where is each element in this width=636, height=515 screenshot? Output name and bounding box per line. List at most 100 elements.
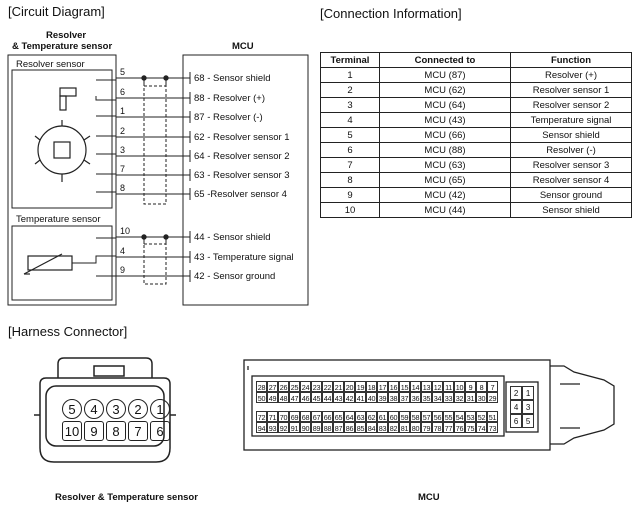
cell-connected-to: MCU (42) <box>379 187 511 203</box>
cell-connected-to: MCU (63) <box>379 157 511 173</box>
mcu-pin-cell: 63 <box>355 411 366 422</box>
mcu-pin-cell: 20 <box>344 381 355 392</box>
mcu-terminal-label: 42 - Sensor ground <box>194 271 276 282</box>
connector-pin: 3 <box>106 399 126 419</box>
mcu-pin-cell: 74 <box>476 422 487 433</box>
mcu-pin-cell: 73 <box>487 422 498 433</box>
mcu-pin-cell: 10 <box>454 381 465 392</box>
cell-function: Temperature signal <box>510 112 632 128</box>
mcu-pin-cell: 56 <box>432 411 443 422</box>
mcu-pin-cell: 52 <box>476 411 487 422</box>
connector-pin: 1 <box>150 399 170 419</box>
connector-pin: 4 <box>84 399 104 419</box>
mcu-pin-cell: 44 <box>322 392 333 403</box>
mcu-pin-cell: 70 <box>278 411 289 422</box>
cell-connected-to: MCU (65) <box>379 172 511 188</box>
mcu-pin-cell: 33 <box>443 392 454 403</box>
mcu-terminal-label: 43 - Temperature signal <box>194 252 294 263</box>
cell-function: Resolver (+) <box>510 67 632 83</box>
mcu-pin-cell: 84 <box>366 422 377 433</box>
mcu-pin-cell: 23 <box>311 381 322 392</box>
mcu-pin-cell: 22 <box>322 381 333 392</box>
mcu-pin-cell: 71 <box>267 411 278 422</box>
mcu-terminal-label: 87 - Resolver (-) <box>194 112 263 123</box>
mcu-pin-cell: 62 <box>366 411 377 422</box>
mcu-pin-cell: 46 <box>300 392 311 403</box>
mcu-pin-cell: 40 <box>366 392 377 403</box>
mcu-pin-cell: 7 <box>487 381 498 392</box>
temp-box-label: Temperature sensor <box>16 214 101 225</box>
resolver-pin-label: 7 <box>120 164 126 174</box>
mcu-connector-caption: MCU <box>418 492 440 503</box>
mcu-pin-cell: 58 <box>410 411 421 422</box>
mcu-pin-cell: 81 <box>399 422 410 433</box>
sensor-connector-caption: Resolver & Temperature sensor <box>55 492 198 503</box>
mcu-pin-cell: 21 <box>333 381 344 392</box>
mcu-pin-cell: 27 <box>267 381 278 392</box>
mcu-pin-cell: 87 <box>333 422 344 433</box>
mcu-pin-cell: 6 <box>510 414 522 428</box>
mcu-pin-cell: 14 <box>410 381 421 392</box>
mcu-pin-cell: 41 <box>355 392 366 403</box>
cell-terminal: 9 <box>320 187 380 203</box>
sensor-header-line1: Resolver <box>46 30 87 41</box>
mcu-pin-cell: 13 <box>421 381 432 392</box>
resolver-pin-label: 1 <box>120 106 126 116</box>
thermistor-symbol-icon <box>23 253 73 275</box>
temp-internal-wires <box>72 237 116 277</box>
mcu-header: MCU <box>232 41 254 52</box>
mcu-terminal-label: 44 - Sensor shield <box>194 232 271 243</box>
cell-function: Resolver sensor 3 <box>510 157 632 173</box>
mcu-pin-cell: 28 <box>256 381 267 392</box>
circuit-diagram-title: [Circuit Diagram] <box>8 4 105 19</box>
mcu-pin-cell: 50 <box>256 392 267 403</box>
mcu-pin-cell: 85 <box>355 422 366 433</box>
resolver-internal-wires <box>95 79 116 193</box>
cell-terminal: 6 <box>320 142 380 158</box>
mcu-pin-cell: 72 <box>256 411 267 422</box>
resolver-symbol-icon <box>34 87 91 182</box>
mcu-pin-cell: 59 <box>399 411 410 422</box>
connector-pin: 5 <box>62 399 82 419</box>
cell-function: Resolver (-) <box>510 142 632 158</box>
mcu-pin-cell: 9 <box>465 381 476 392</box>
cell-function: Resolver sensor 1 <box>510 82 632 98</box>
connector-pin: 2 <box>128 399 148 419</box>
mcu-pin-cell: 82 <box>388 422 399 433</box>
mcu-pin-cell: 64 <box>344 411 355 422</box>
mcu-terminal-label: 62 - Resolver sensor 1 <box>194 132 290 143</box>
cell-connected-to: MCU (43) <box>379 112 511 128</box>
mcu-pin-cell: 18 <box>366 381 377 392</box>
mcu-pin-cell: 61 <box>377 411 388 422</box>
mcu-pin-cell: 53 <box>465 411 476 422</box>
mcu-pin-cell: 77 <box>443 422 454 433</box>
mcu-pin-cell: 60 <box>388 411 399 422</box>
cell-connected-to: MCU (44) <box>379 202 511 218</box>
mcu-box <box>182 54 309 306</box>
connection-info-title: [Connection Information] <box>320 6 462 21</box>
cell-terminal: 3 <box>320 97 380 113</box>
temp-mcu-wires <box>116 236 190 277</box>
resolver-pin-label: 2 <box>120 126 126 136</box>
temp-pin-label: 9 <box>120 265 126 275</box>
mcu-pin-cell: 91 <box>289 422 300 433</box>
mcu-pin-cell: 90 <box>300 422 311 433</box>
cell-function: Sensor shield <box>510 127 632 143</box>
mcu-pin-cell: 24 <box>300 381 311 392</box>
cell-connected-to: MCU (87) <box>379 67 511 83</box>
mcu-terminal-label: 68 - Sensor shield <box>194 73 271 84</box>
mcu-pin-cell: 36 <box>410 392 421 403</box>
cell-function: Resolver sensor 4 <box>510 172 632 188</box>
cell-terminal: 1 <box>320 67 380 83</box>
resolver-pin-label: 3 <box>120 145 126 155</box>
mcu-pin-cell: 69 <box>289 411 300 422</box>
cell-function: Sensor ground <box>510 187 632 203</box>
